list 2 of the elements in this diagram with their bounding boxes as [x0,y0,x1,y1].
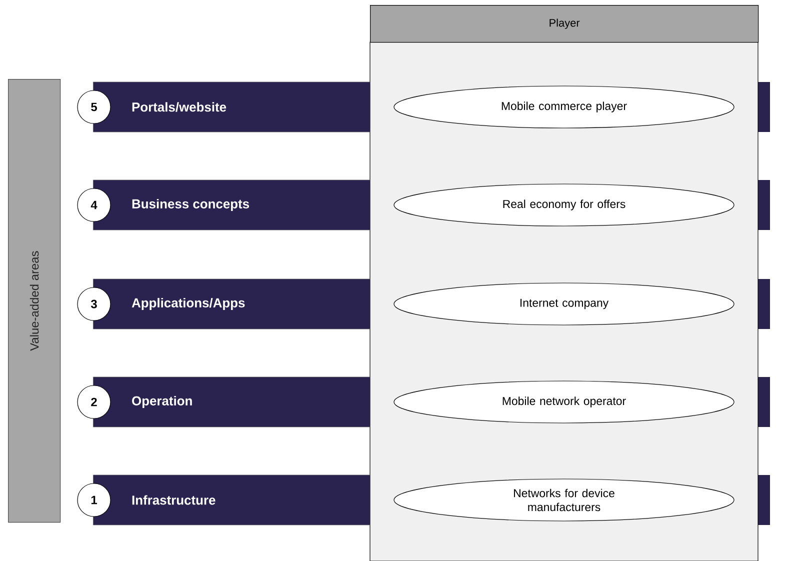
node-label: Player [550,18,580,29]
side-band: Value-added areas [8,79,61,523]
